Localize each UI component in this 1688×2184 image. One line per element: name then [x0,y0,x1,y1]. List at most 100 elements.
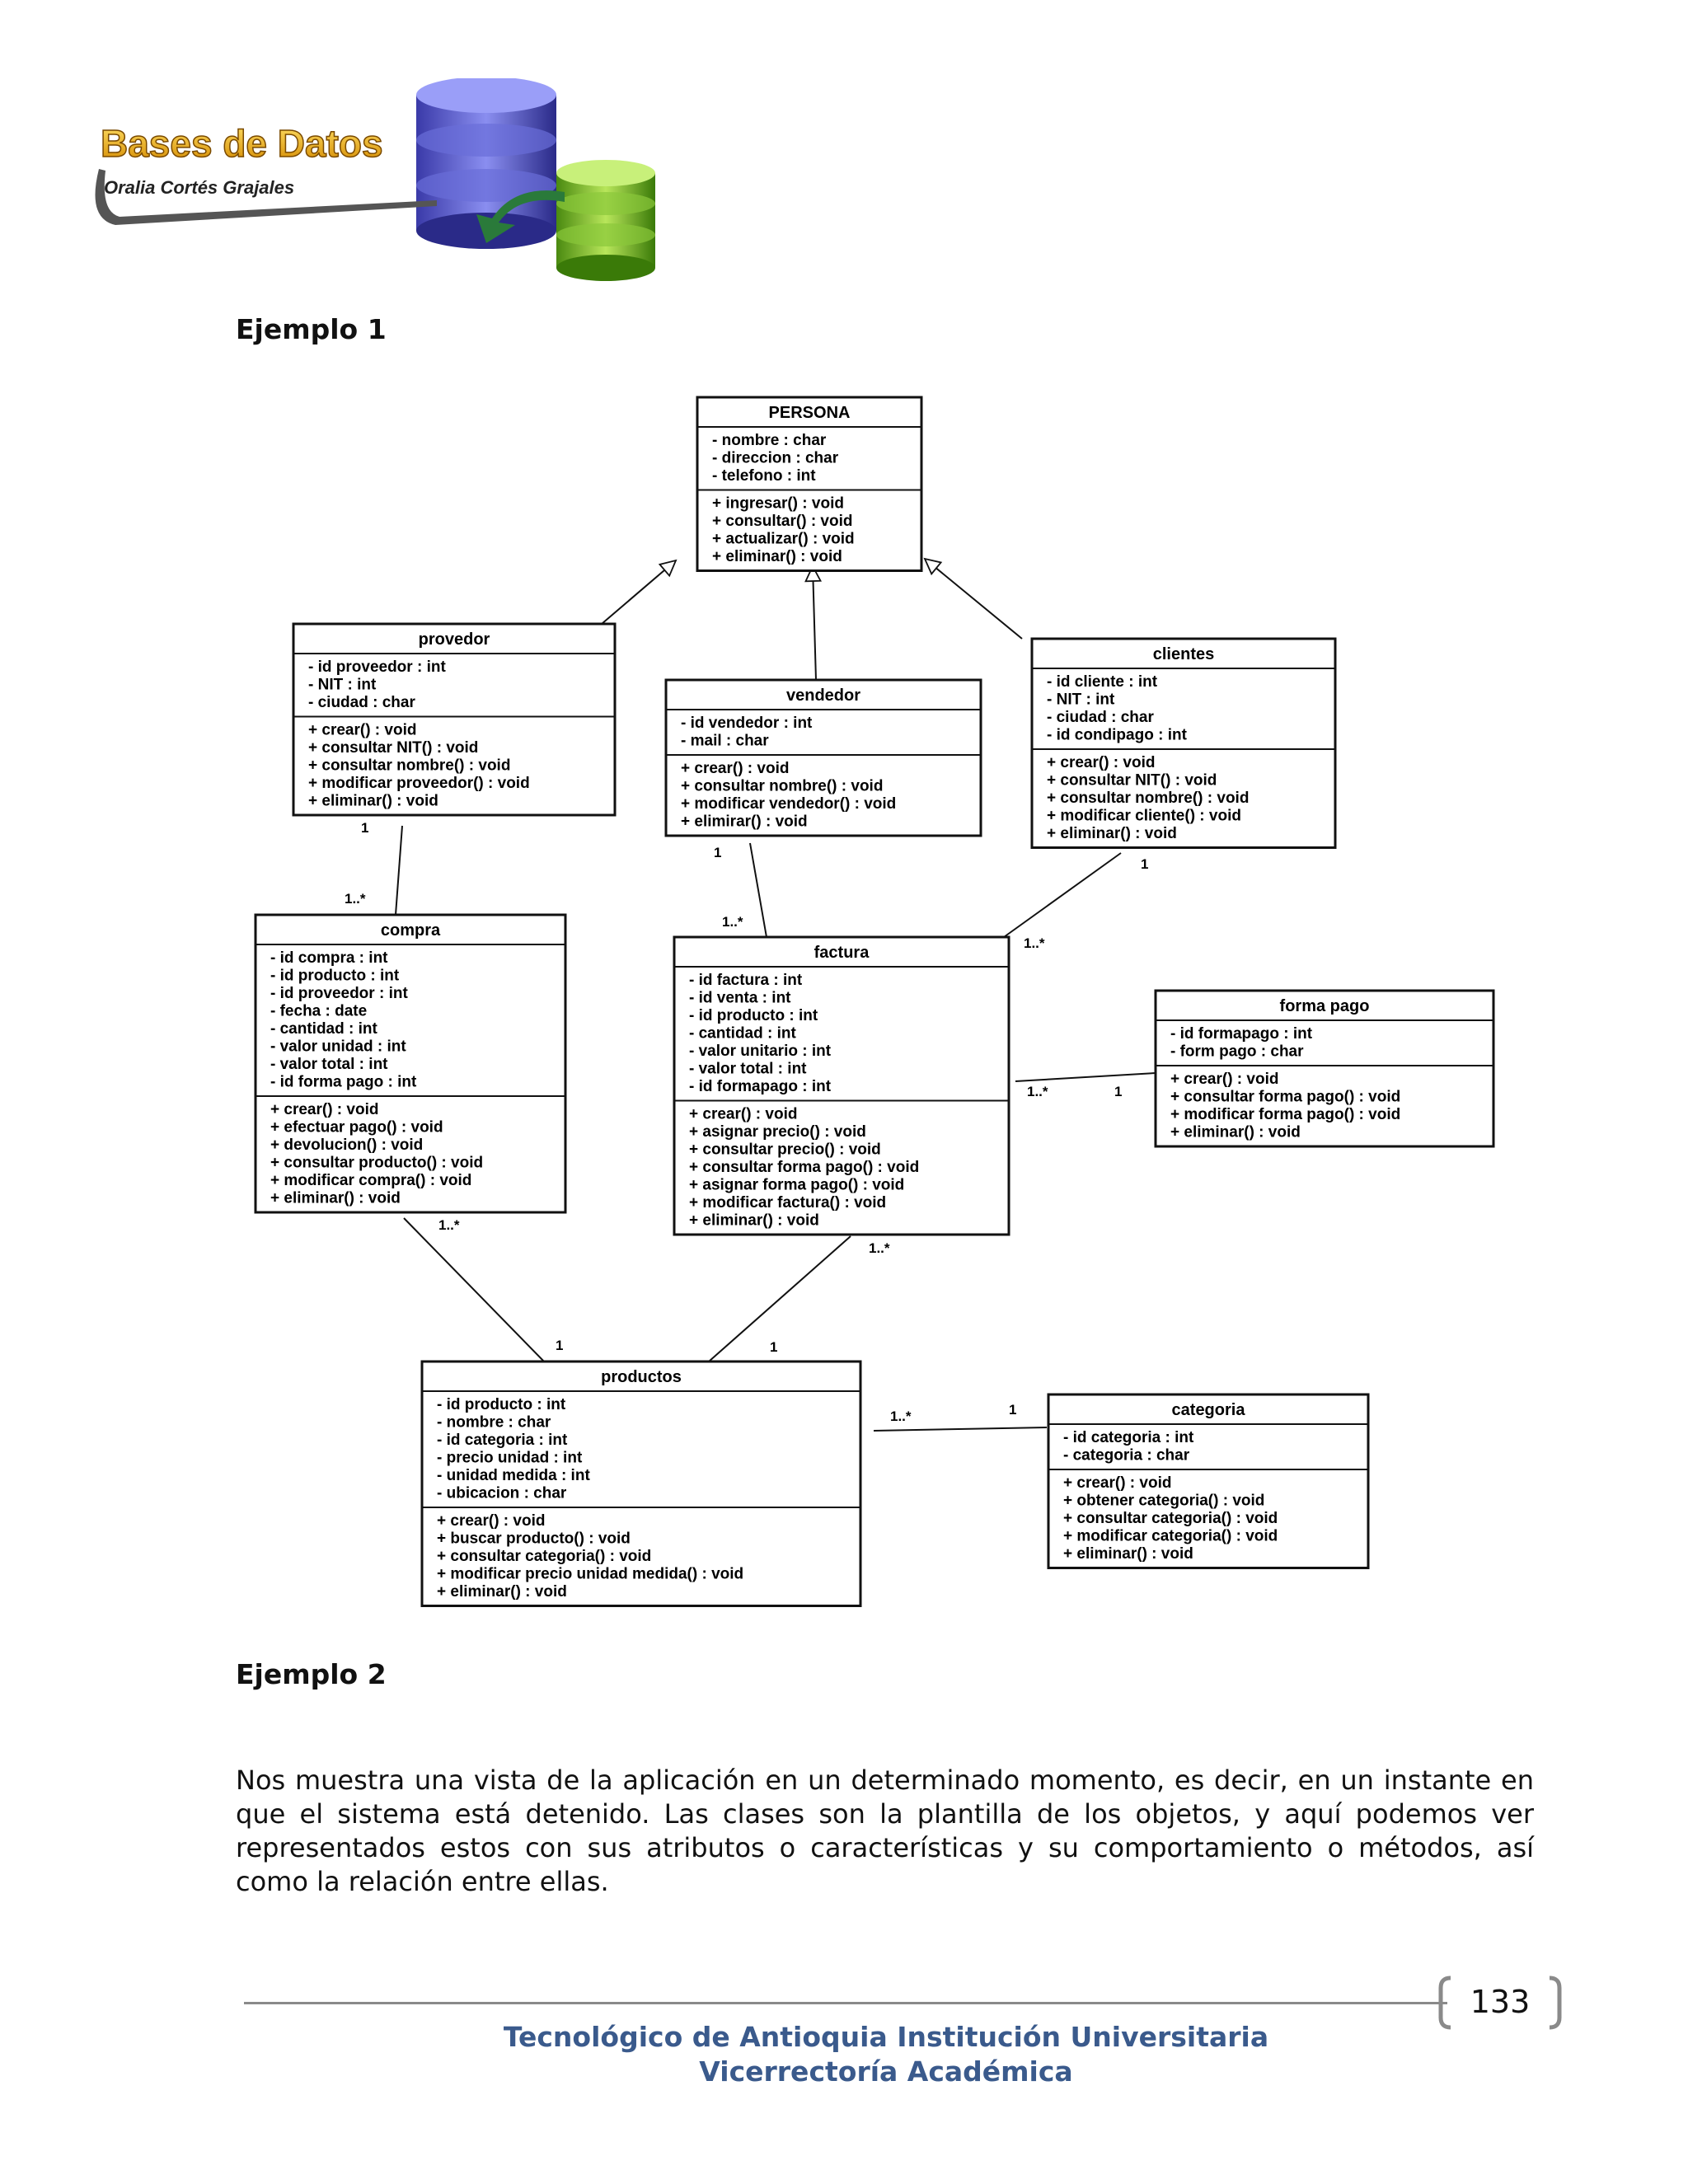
uml-attribute: - id producto : int [689,1007,818,1024]
footer-institution: Tecnológico de Antioquia Institución Uni… [0,2021,1688,2053]
assoc-provedor-compra [396,826,402,915]
multiplicity-label: 1 [770,1339,777,1355]
uml-attribute: - id condipago : int [1047,727,1188,744]
uml-class-name: PERSONA [769,404,851,422]
uml-method: + modificar proveedor() : void [308,775,530,792]
uml-attribute: - id producto : int [437,1396,566,1413]
uml-method: + consultar precio() : void [689,1141,881,1159]
uml-method: + asignar precio() : void [689,1123,866,1141]
uml-class-name: categoria [1172,1401,1246,1419]
assoc-compra-productos [404,1218,544,1361]
uml-class-forma-pago: forma pago- id formapago : int- form pag… [1156,991,1493,1146]
uml-method: + eliminar() : void [437,1583,567,1601]
uml-class-productos: productos - id producto : int- nombre : c… [422,1361,860,1606]
paragraph-text: Nos muestra una vista de la aplicación e… [236,1764,1534,1899]
uml-attribute: - id producto : int [270,968,400,985]
logo: Bases de Datos Oralia Cortés Grajales [82,78,676,284]
inheritance-provedor [602,560,676,624]
multiplicity-label: 1..* [890,1408,912,1424]
uml-class-compra: compra - id compra : int- id producto : i… [256,915,565,1212]
page-number: 133 [1470,1984,1531,2020]
multiplicity-label: 1 [1114,1084,1122,1099]
uml-attribute: - id compra : int [270,949,388,967]
uml-attribute: - telefono : int [712,467,816,485]
uml-class-name: compra [381,921,441,940]
uml-attribute: - ubicacion : char [437,1485,567,1502]
uml-attribute: - nombre : char [437,1414,551,1432]
uml-class-name: forma pago [1280,997,1370,1015]
uml-method: + consultar() : void [712,513,853,530]
uml-class-persona: PERSONA- nombre : char- direccion : char… [697,397,921,571]
uml-attribute: - NIT : int [1047,691,1115,709]
uml-method: + devolucion() : void [270,1137,423,1154]
uml-attribute: - valor total : int [270,1056,388,1073]
uml-method: + modificar categoria() : void [1063,1528,1278,1545]
uml-attribute: - form pago : char [1170,1043,1304,1061]
uml-method: + consultar categoria() : void [437,1548,651,1565]
uml-method: + consultar NIT() : void [308,739,478,757]
uml-attribute: - id proveedor : int [308,658,446,676]
uml-attribute: - id vendedor : int [681,715,813,732]
uml-attribute: - ciudad : char [308,694,415,711]
assoc-clientes-factura [1004,853,1121,937]
uml-method: + modificar vendedor() : void [681,795,896,813]
assoc-productos-categoria [874,1427,1047,1431]
uml-method: + crear() : void [681,760,789,777]
uml-method: + consultar forma pago() : void [689,1159,919,1176]
uml-method: + modificar factura() : void [689,1194,886,1212]
inheritance-vendedor [813,566,816,680]
uml-attribute: - direccion : char [712,450,839,467]
uml-class-name: factura [814,944,870,962]
uml-attribute: - precio unidad : int [437,1450,583,1467]
uml-class-factura: factura- id factura : int- id venta : in… [674,937,1009,1235]
uml-method: + modificar precio unidad medida() : voi… [437,1566,743,1583]
uml-method: + crear() : void [1063,1474,1171,1492]
uml-class-name: provedor [419,630,490,649]
uml-method: + consultar nombre() : void [308,757,510,775]
uml-method: + crear() : void [270,1101,378,1118]
uml-attribute: - valor total : int [689,1061,807,1078]
uml-method: + obtener categoria() : void [1063,1493,1264,1510]
uml-class-clientes: clientes- id cliente : int- NIT : int- c… [1032,639,1335,848]
uml-method: + eliminar() : void [1063,1545,1193,1563]
assoc-factura-formapago [1015,1073,1156,1081]
uml-attribute: - valor unitario : int [689,1043,832,1060]
multiplicity-label: 1..* [345,891,366,907]
uml-method: + actualizar() : void [712,531,855,548]
uml-class-diagram: PERSONA - nombre : char - direccion : char… [247,387,1500,1615]
assoc-vendedor-factura [750,843,767,937]
uml-method: + eliminar() : void [308,793,438,810]
uml-attribute: - cantidad : int [270,1020,378,1038]
uml-method: + consultar nombre() : void [681,778,883,795]
logo-title: Bases de Datos [101,122,383,165]
multiplicity-label: 1 [1141,856,1148,872]
uml-method: + modificar forma pago() : void [1170,1106,1400,1123]
uml-method: + consultar nombre() : void [1047,790,1249,807]
uml-method: + eliminar() : void [270,1190,401,1207]
uml-attribute: - id categoria : int [1063,1429,1194,1446]
uml-method: + eliminar() : void [712,548,842,565]
uml-method: + modificar compra() : void [270,1172,471,1189]
uml-attribute: - fecha : date [270,1003,367,1020]
uml-attribute: - id cliente : int [1047,673,1158,691]
uml-attribute: - NIT : int [308,677,377,694]
assoc-factura-productos [709,1236,851,1361]
uml-method: + crear() : void [308,722,416,739]
uml-class-name: productos [601,1368,682,1386]
uml-method: + crear() : void [437,1512,545,1530]
uml-method: + consultar forma pago() : void [1170,1089,1400,1106]
multiplicity-label: 1..* [438,1217,460,1233]
uml-method: + eliminar() : void [1170,1124,1301,1141]
uml-attribute: - valor unidad : int [270,1038,406,1056]
uml-method: + eliminar() : void [1047,825,1177,842]
uml-class-vendedor: vendedor- id vendedor : int- mail : char… [666,680,981,836]
footer-divider [244,2002,1447,2004]
uml-attribute: - id factura : int [689,972,803,989]
uml-method: + eliminar() : void [689,1212,819,1230]
uml-method: + consultar NIT() : void [1047,772,1217,790]
uml-attribute: - ciudad : char [1047,709,1154,726]
body-paragraph: Nos muestra una vista de la aplicación e… [236,1764,1534,1899]
footer-department: Vicerrectoría Académica [0,2055,1688,2088]
multiplicity-label: 1..* [722,914,743,930]
uml-attribute: - categoria : char [1063,1447,1190,1465]
